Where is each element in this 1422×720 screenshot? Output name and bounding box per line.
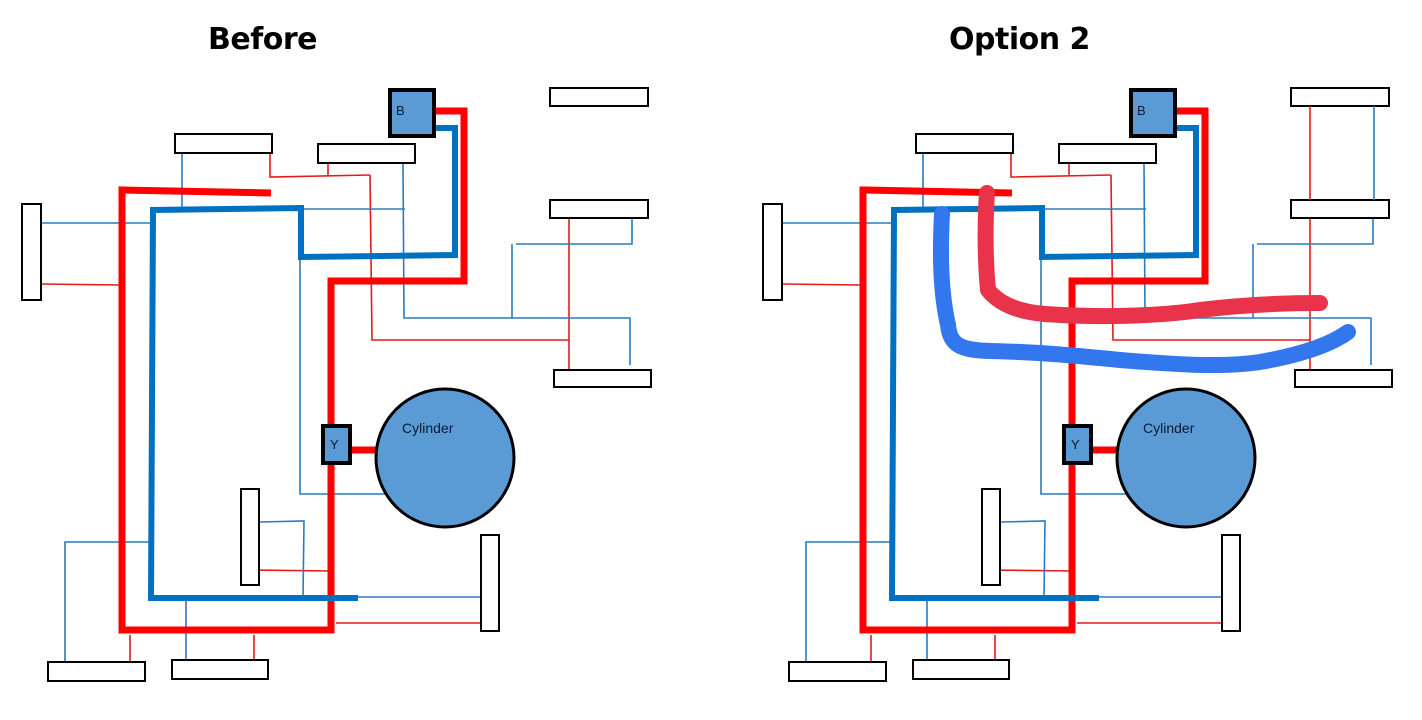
panel-before: B Y Cylinder xyxy=(22,88,651,681)
tank-b-label: B xyxy=(396,103,405,118)
proposed-routes xyxy=(932,185,1356,374)
proposed-cold-route xyxy=(932,206,1356,374)
valve-y-label: Y xyxy=(330,437,339,452)
valve-y-label: Y xyxy=(1071,437,1080,452)
cylinder-label: Cylinder xyxy=(1143,420,1195,436)
tank-b-label: B xyxy=(1137,103,1146,118)
proposed-hot-route xyxy=(977,185,1328,325)
panel-option-2: B Y Cylinder xyxy=(763,88,1392,681)
cylinder-label: Cylinder xyxy=(402,420,454,436)
panel-title-option-2: Option 2 xyxy=(949,22,1090,57)
panel-title-before: Before xyxy=(208,22,318,57)
